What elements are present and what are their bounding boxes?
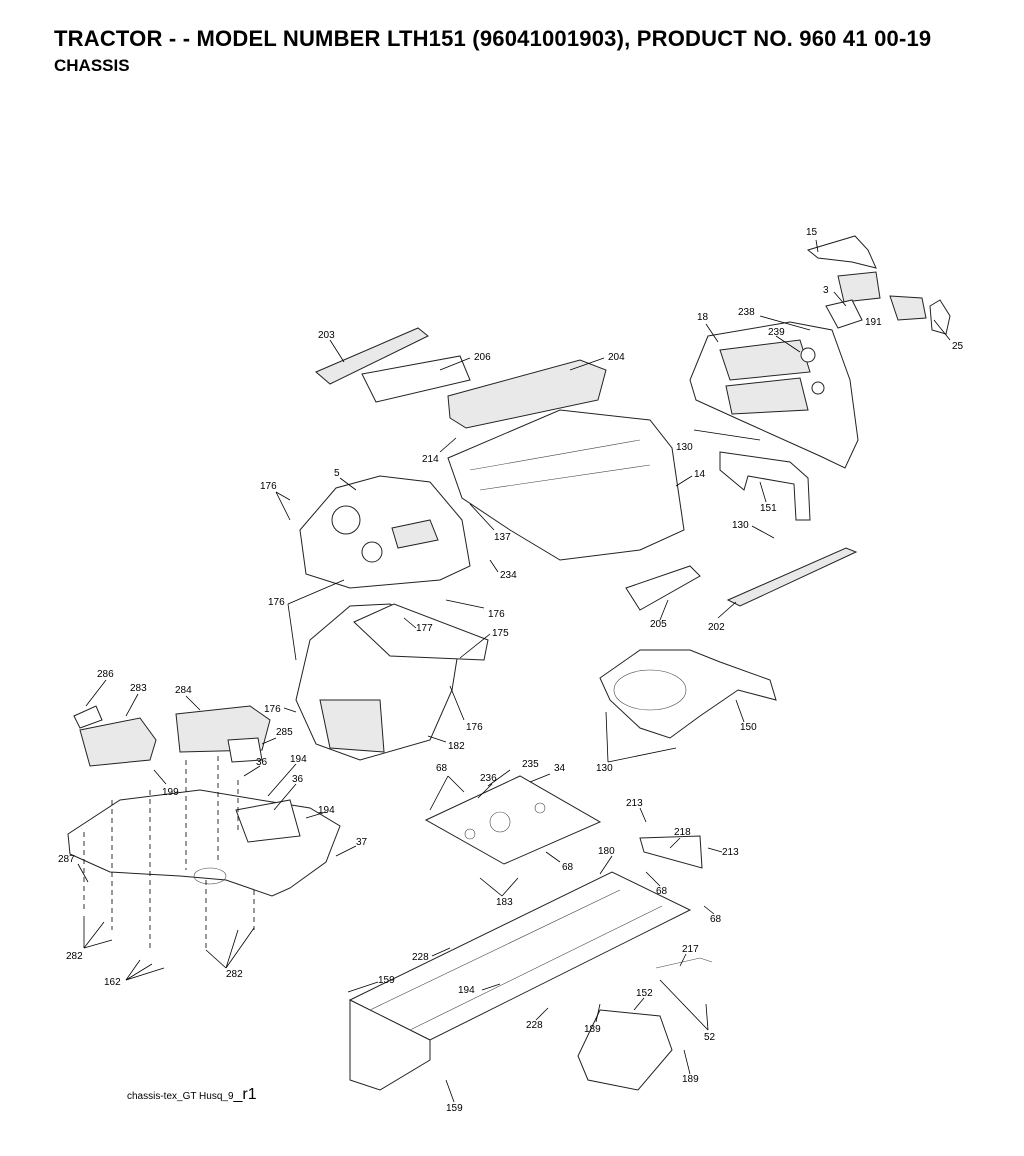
frame-assembly bbox=[348, 835, 713, 1091]
callout-238: 238 bbox=[738, 307, 755, 318]
callout-286: 286 bbox=[97, 669, 114, 680]
callout-151: 151 bbox=[760, 503, 777, 514]
callout-152: 152 bbox=[636, 988, 653, 999]
page-title: TRACTOR - - MODEL NUMBER LTH151 (9604100… bbox=[54, 26, 932, 51]
callout-282-a: 282 bbox=[66, 951, 83, 962]
callout-159-b: 159 bbox=[446, 1103, 463, 1114]
callout-130-b: 130 bbox=[732, 520, 749, 531]
leader-lines bbox=[77, 239, 951, 1103]
callout-214: 214 bbox=[422, 454, 439, 465]
callout-68-d: 68 bbox=[710, 914, 722, 925]
callout-228-b: 228 bbox=[526, 1020, 543, 1031]
callout-15: 15 bbox=[806, 227, 818, 238]
callout-202: 202 bbox=[708, 622, 725, 633]
callout-189-a: 189 bbox=[584, 1024, 601, 1035]
hardware-lines bbox=[83, 756, 255, 950]
callout-68-c: 68 bbox=[656, 886, 668, 897]
callout-162: 162 bbox=[104, 977, 121, 988]
callout-159-a: 159 bbox=[378, 975, 395, 986]
callout-282-b: 282 bbox=[226, 969, 243, 980]
callout-176-d: 176 bbox=[264, 704, 281, 715]
fender-assembly bbox=[67, 705, 341, 897]
callout-283: 283 bbox=[130, 683, 147, 694]
diagram-footer: chassis-tex_GT Husq_9_r1 bbox=[127, 1086, 257, 1104]
callout-150: 150 bbox=[740, 722, 757, 733]
callout-204: 204 bbox=[608, 352, 625, 363]
callout-287: 287 bbox=[58, 854, 75, 865]
callout-130-c: 130 bbox=[596, 763, 613, 774]
callout-213-b: 213 bbox=[722, 847, 739, 858]
hood-assembly bbox=[315, 327, 858, 611]
callout-52: 52 bbox=[704, 1032, 716, 1043]
callout-68-a: 68 bbox=[436, 763, 448, 774]
callout-37: 37 bbox=[356, 837, 368, 848]
callout-235: 235 bbox=[522, 759, 539, 770]
fender-support bbox=[599, 649, 777, 739]
callout-191: 191 bbox=[865, 317, 882, 328]
page-subtitle: CHASSIS bbox=[54, 56, 130, 75]
callout-182: 182 bbox=[448, 741, 465, 752]
callout-3: 3 bbox=[823, 285, 829, 296]
callout-labels: 15 3 191 25 238 239 18 203 206 204 130 2… bbox=[58, 227, 964, 1114]
callout-189-b: 189 bbox=[682, 1074, 699, 1085]
callout-68-b: 68 bbox=[562, 862, 574, 873]
callout-176-c: 176 bbox=[488, 609, 505, 620]
callout-236: 236 bbox=[480, 773, 497, 784]
callout-5: 5 bbox=[334, 468, 340, 479]
callout-177: 177 bbox=[416, 623, 433, 634]
callout-199: 199 bbox=[162, 787, 179, 798]
dashboard-assembly bbox=[295, 475, 489, 761]
callout-194-a: 194 bbox=[290, 754, 307, 765]
callout-137: 137 bbox=[494, 532, 511, 543]
callout-176-b: 176 bbox=[268, 597, 285, 608]
callout-213-a: 213 bbox=[626, 798, 643, 809]
callout-284: 284 bbox=[175, 685, 192, 696]
callout-218: 218 bbox=[674, 827, 691, 838]
callout-36-b: 36 bbox=[292, 774, 304, 785]
callout-285: 285 bbox=[276, 727, 293, 738]
callout-239: 239 bbox=[768, 327, 785, 338]
callout-36-a: 36 bbox=[256, 757, 268, 768]
callout-205: 205 bbox=[650, 619, 667, 630]
callout-228-a: 228 bbox=[412, 952, 429, 963]
callout-206: 206 bbox=[474, 352, 491, 363]
callout-203: 203 bbox=[318, 330, 335, 341]
callout-34: 34 bbox=[554, 763, 566, 774]
steering-plate bbox=[424, 775, 602, 865]
callout-18: 18 bbox=[697, 312, 709, 323]
callout-183: 183 bbox=[496, 897, 513, 908]
callout-176-e: 176 bbox=[466, 722, 483, 733]
callout-176-a: 176 bbox=[260, 481, 277, 492]
callout-14: 14 bbox=[694, 469, 706, 480]
callout-130-a: 130 bbox=[676, 442, 693, 453]
callout-194-c: 194 bbox=[458, 985, 475, 996]
callout-175: 175 bbox=[492, 628, 509, 639]
callout-234: 234 bbox=[500, 570, 517, 581]
callout-180: 180 bbox=[598, 846, 615, 857]
grille-assembly bbox=[689, 235, 951, 469]
callout-217: 217 bbox=[682, 944, 699, 955]
callout-25: 25 bbox=[952, 341, 964, 352]
callout-194-b: 194 bbox=[318, 805, 335, 816]
footer-filename: chassis-tex_GT Husq_9 bbox=[127, 1091, 234, 1102]
footer-revision: _r1 bbox=[233, 1086, 257, 1103]
